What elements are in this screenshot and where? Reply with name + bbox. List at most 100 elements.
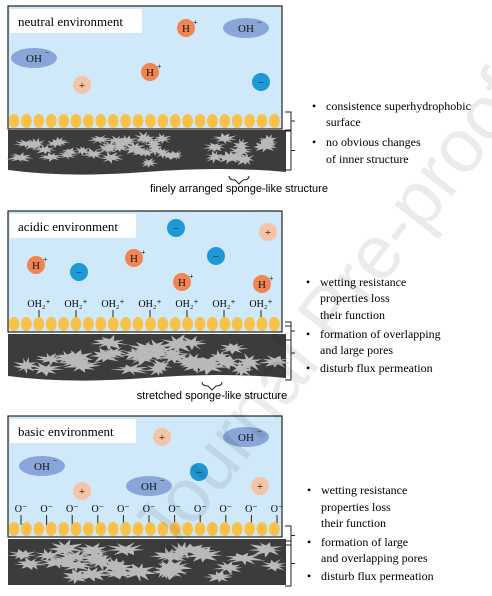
ion-circle (177, 19, 195, 37)
hydrophobic-bead (182, 522, 194, 536)
ion-charge: − (53, 456, 58, 465)
panel-title: acidic environment (18, 219, 118, 234)
group-label: O⁻ (66, 504, 79, 515)
hydrophobic-bead (219, 114, 231, 128)
hydrophobic-bead (95, 522, 107, 536)
ion-charge: − (257, 427, 262, 436)
hydrophobic-bead (157, 522, 169, 536)
pore (82, 552, 110, 569)
pore (178, 357, 215, 372)
hydrophobic-bead (219, 317, 231, 331)
bullet-dot: • (306, 327, 310, 341)
hydrophobic-bead (145, 317, 156, 331)
hydrophobic-bead (21, 114, 32, 128)
caption-brace (201, 381, 223, 391)
pore (37, 152, 64, 162)
hydrophobic-bead (33, 522, 45, 536)
pore (159, 347, 188, 360)
pore (140, 157, 159, 168)
ion-label: OH (141, 481, 157, 493)
hydrophobic-bead (269, 114, 280, 128)
hydrophobic-bead (256, 317, 268, 331)
pore (172, 355, 201, 368)
hydrophobic-bead (145, 522, 156, 536)
pore (234, 352, 263, 373)
ion-label: + (79, 80, 85, 92)
pore (203, 142, 226, 152)
hydrophobic-bead (83, 114, 94, 128)
ion-label: H (182, 23, 190, 35)
pore (95, 142, 120, 154)
minus-ion: − (190, 463, 208, 481)
ion-circle (259, 223, 277, 241)
minus-ion: − (252, 73, 270, 91)
anion-ellipse (126, 476, 172, 496)
pore (157, 351, 192, 365)
ion-label: H (130, 253, 138, 265)
hydrophobic-bead (207, 114, 218, 128)
pore (99, 151, 124, 164)
hydrophobic-bead (95, 114, 107, 128)
pore (105, 135, 130, 146)
ion-circle (167, 219, 185, 237)
pore-structure (7, 539, 288, 585)
ion-label: OH (238, 432, 254, 444)
group-label: O⁻ (117, 504, 130, 515)
bracket (285, 130, 295, 171)
ion-label: + (265, 227, 271, 239)
hydrophobic-bead (107, 522, 119, 536)
hydrophobic-bead (157, 317, 169, 331)
pore (62, 568, 90, 585)
hydrophobic-bead (107, 317, 119, 331)
group-label: OH₂⁺ (101, 299, 124, 310)
pore (148, 359, 174, 373)
pore (35, 352, 66, 366)
ion-label: H (32, 260, 40, 272)
pore (209, 355, 243, 370)
ion-label: − (76, 267, 82, 279)
hydrophobic-bead (70, 114, 82, 128)
hydrophobic-bead (145, 114, 156, 128)
pore (48, 539, 84, 558)
group-label: OH₂⁺ (212, 299, 235, 310)
pore (152, 133, 172, 144)
group-label: O⁻ (40, 504, 53, 515)
hydrophobic-bead (45, 114, 57, 128)
ion-circle (252, 73, 270, 91)
pore (213, 150, 244, 165)
pore-structure (5, 131, 279, 168)
ion-label: H (178, 277, 186, 289)
ion-label: − (173, 223, 179, 235)
minus-ion: − (70, 263, 88, 281)
pore (166, 150, 183, 160)
anion-ellipse (223, 18, 269, 38)
hydrophobic-bead (8, 522, 20, 536)
caption-brace (228, 175, 250, 185)
hydrophobic-bead (182, 317, 194, 331)
plus-ion: + (259, 223, 277, 241)
anion-ion: OH− (223, 18, 269, 38)
pore-structure (13, 334, 291, 377)
anion-ellipse (19, 456, 65, 476)
ion-charge: + (141, 248, 146, 257)
cation-ion: H+ (253, 274, 274, 293)
panel-title: neutral environment (18, 14, 123, 29)
pore (219, 343, 250, 355)
ion-circle (153, 428, 171, 446)
pore (87, 134, 114, 144)
hydrophobic-bead (58, 522, 69, 536)
ion-charge: − (160, 476, 165, 485)
pore (202, 570, 235, 583)
pore (109, 363, 150, 376)
hydrophobic-bead (45, 317, 57, 331)
hydrophobic-bead (33, 114, 45, 128)
pore (154, 147, 172, 159)
minus-ion: − (207, 247, 225, 265)
pore (232, 138, 250, 152)
title-box (10, 419, 136, 443)
bullet-text: disturb flux permeation (320, 361, 433, 375)
